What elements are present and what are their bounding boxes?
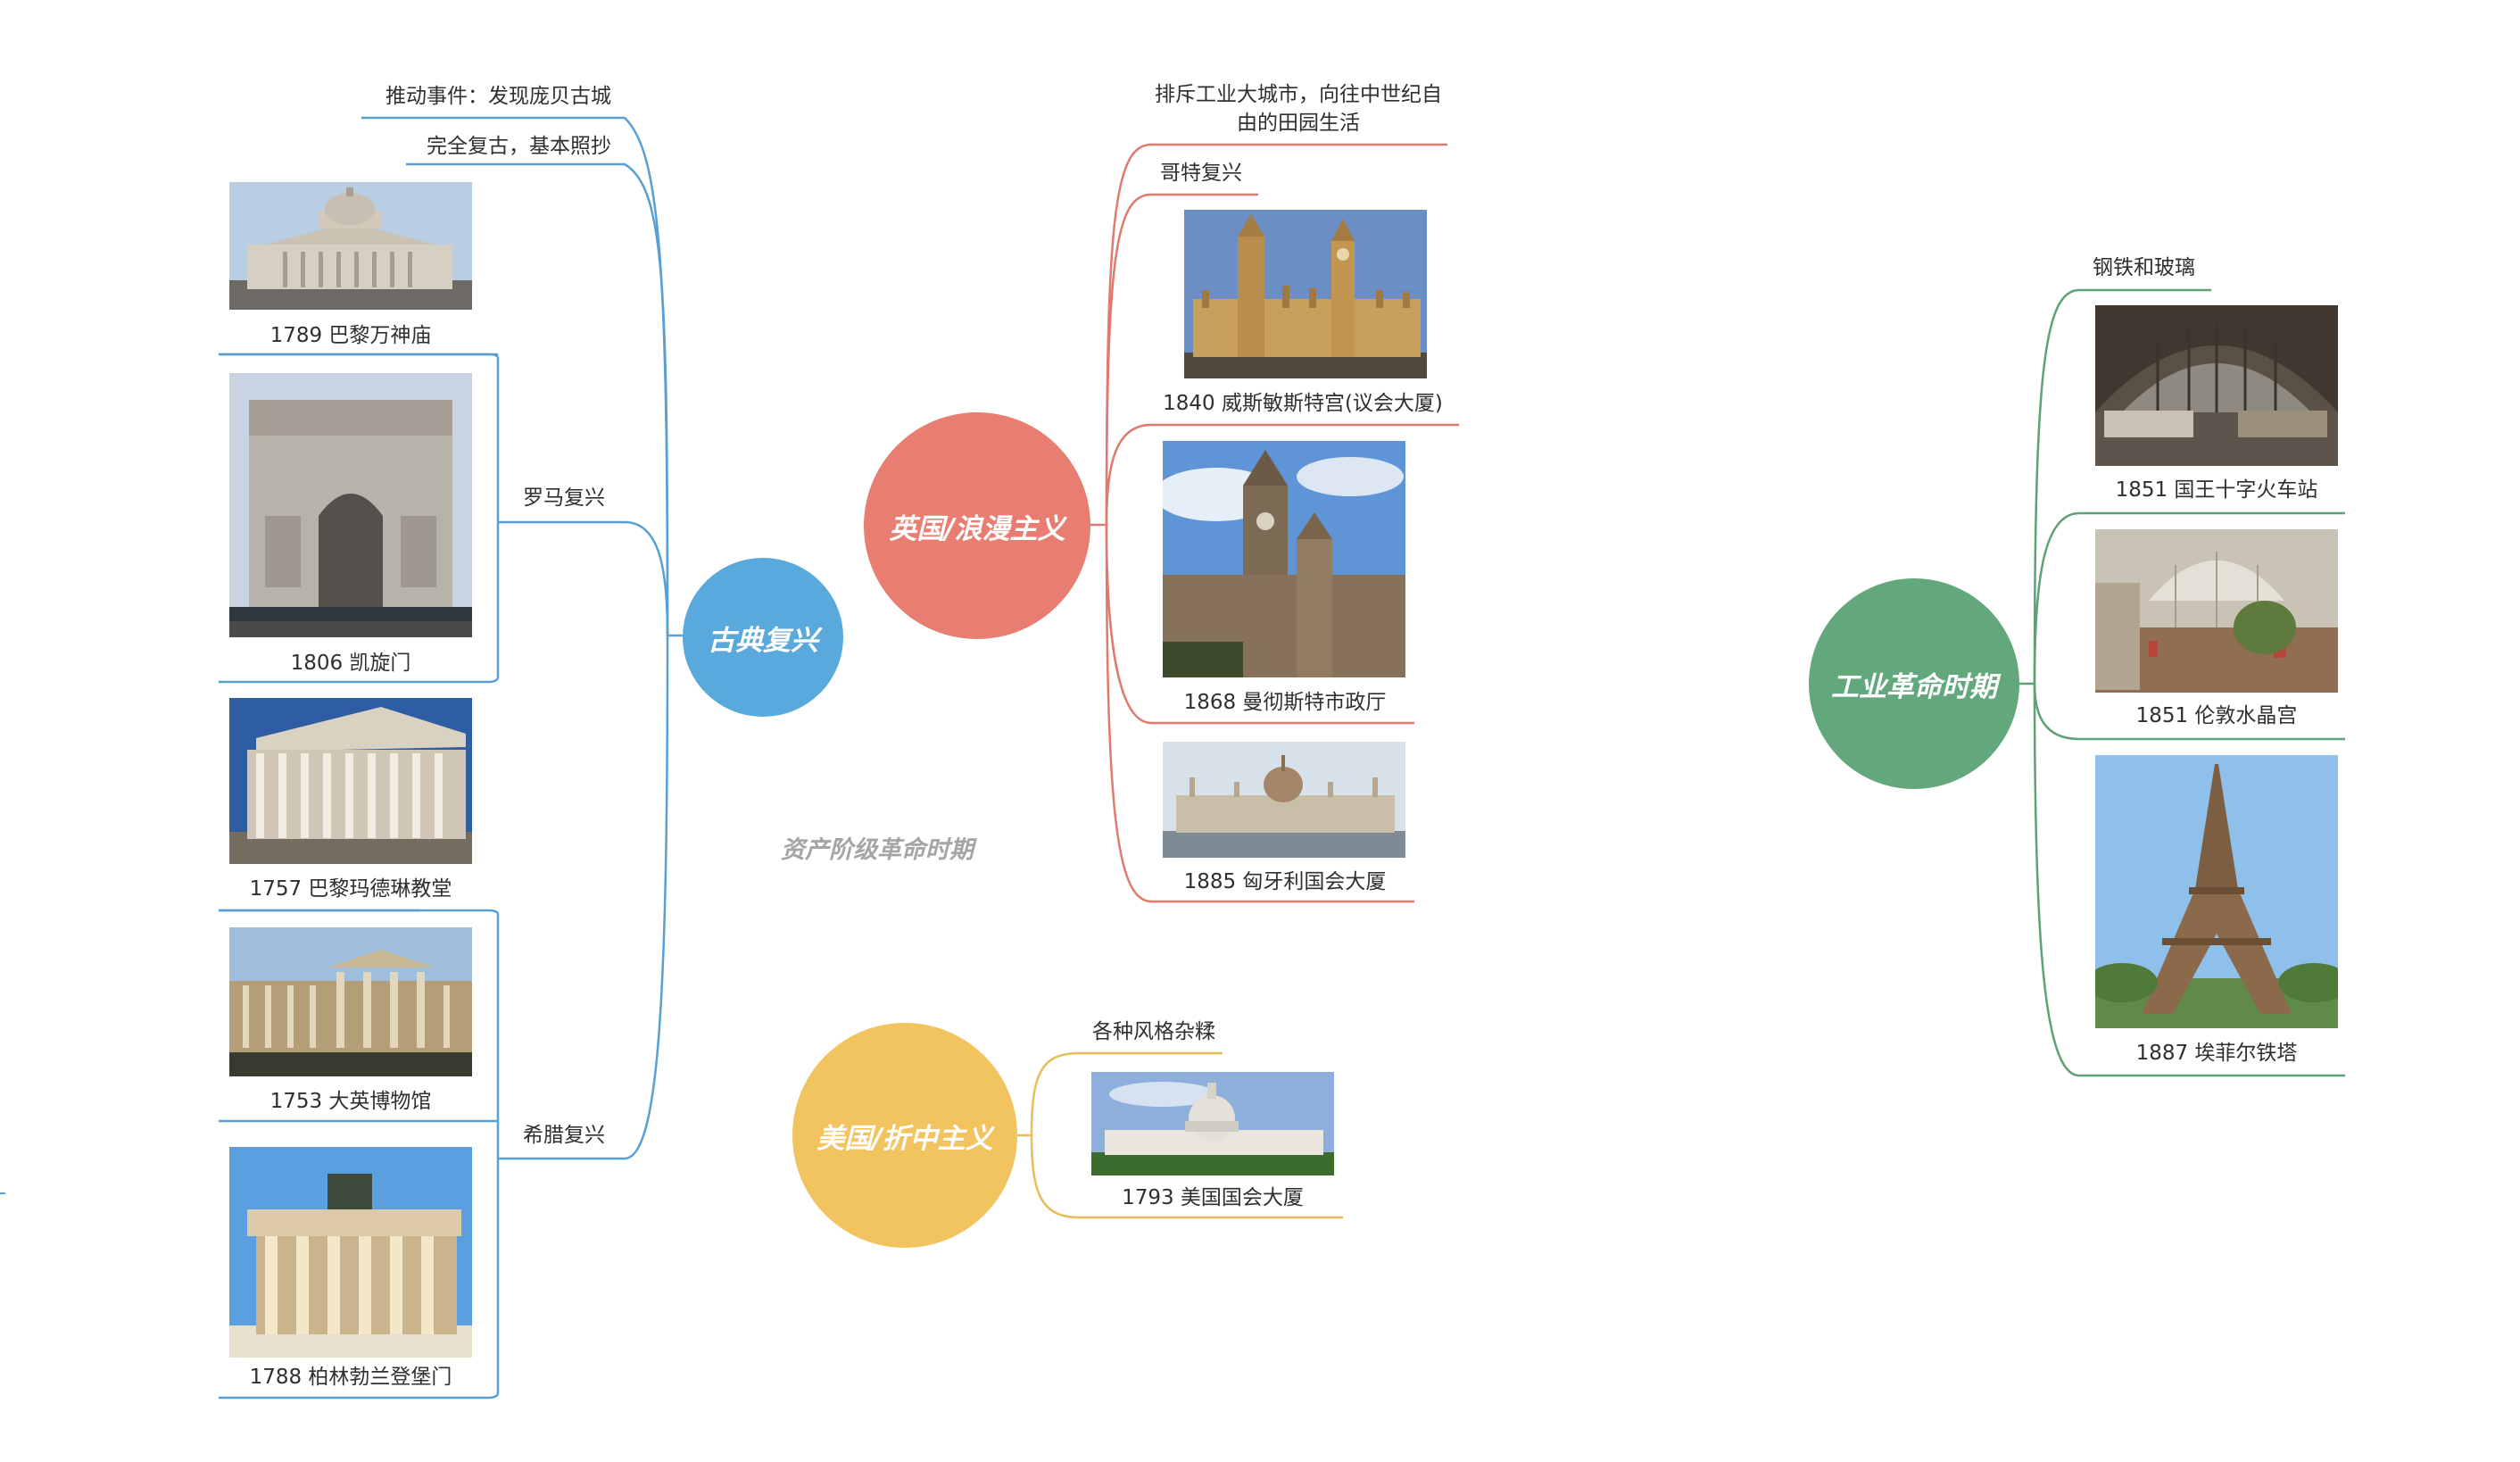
industrial-connectors bbox=[2018, 288, 2345, 1077]
classical-connectors bbox=[219, 116, 683, 1400]
label-gothic-revival[interactable]: 哥特复兴 bbox=[1160, 162, 1242, 185]
label-us-capitol[interactable]: 1793 美国国会大厦 bbox=[1122, 1186, 1304, 1209]
node-america[interactable]: 美国/折中主义 bbox=[792, 1023, 1017, 1248]
image-westminster bbox=[1184, 210, 1427, 378]
image-pantheon bbox=[229, 182, 472, 310]
image-madeleine bbox=[229, 698, 472, 864]
label-eiffel-tower[interactable]: 1887 埃菲尔铁塔 bbox=[2135, 1042, 2298, 1065]
image-crystal-palace bbox=[2095, 529, 2338, 693]
image-eiffel-tower bbox=[2095, 755, 2338, 1028]
image-brandenburg-gate bbox=[229, 1147, 472, 1358]
node-america-label: 美国/折中主义 bbox=[817, 1122, 993, 1155]
label-crystal-palace[interactable]: 1851 伦敦水晶宫 bbox=[2135, 704, 2298, 727]
image-us-capitol bbox=[1091, 1072, 1334, 1175]
left-edge-stub bbox=[0, 1192, 5, 1194]
period-caption: 资产阶级革命时期 bbox=[781, 836, 974, 864]
image-british-museum bbox=[229, 927, 472, 1076]
label-british-museum[interactable]: 1753 大英博物馆 bbox=[269, 1090, 432, 1113]
node-classical[interactable]: 古典复兴 bbox=[683, 558, 843, 717]
label-hungarian-parliament[interactable]: 1885 匈牙利国会大厦 bbox=[1183, 870, 1387, 893]
image-kings-cross bbox=[2095, 305, 2338, 466]
label-pompeii[interactable]: 推动事件：发现庞贝古城 bbox=[385, 85, 611, 108]
label-steel-and-glass[interactable]: 钢铁和玻璃 bbox=[2093, 256, 2195, 279]
label-roman-revival[interactable]: 罗马复兴 bbox=[523, 486, 605, 510]
label-greek-revival[interactable]: 希腊复兴 bbox=[523, 1124, 605, 1147]
label-mixed-styles[interactable]: 各种风格杂糅 bbox=[1092, 1020, 1215, 1043]
label-madeleine[interactable]: 1757 巴黎玛德琳教堂 bbox=[249, 877, 452, 901]
label-arc-de-triomphe[interactable]: 1806 凯旋门 bbox=[290, 652, 411, 675]
node-britain[interactable]: 英国/浪漫主义 bbox=[864, 412, 1090, 639]
image-hungarian-parliament bbox=[1163, 742, 1405, 858]
image-arc-de-triomphe bbox=[229, 373, 472, 637]
label-brandenburg-gate[interactable]: 1788 柏林勃兰登堡门 bbox=[249, 1366, 452, 1389]
label-full-copy[interactable]: 完全复古，基本照抄 bbox=[427, 135, 611, 158]
node-britain-label: 英国/浪漫主义 bbox=[889, 512, 1065, 545]
label-westminster[interactable]: 1840 威斯敏斯特宫(议会大厦) bbox=[1163, 392, 1443, 415]
america-connectors bbox=[1017, 1051, 1343, 1219]
britain-connectors bbox=[1090, 143, 1459, 903]
label-reject-industrial-city[interactable]: 排斥工业大城市，向往中世纪自由的田园生活 bbox=[1155, 83, 1442, 135]
node-classical-label: 古典复兴 bbox=[708, 624, 818, 657]
label-manchester-town-hall[interactable]: 1868 曼彻斯特市政厅 bbox=[1183, 691, 1387, 714]
label-kings-cross[interactable]: 1851 国王十字火车站 bbox=[2115, 478, 2318, 502]
node-industrial-label: 工业革命时期 bbox=[1831, 670, 1997, 703]
image-manchester-town-hall bbox=[1163, 441, 1405, 677]
label-pantheon[interactable]: 1789 巴黎万神庙 bbox=[269, 324, 432, 347]
node-industrial[interactable]: 工业革命时期 bbox=[1809, 578, 2019, 789]
